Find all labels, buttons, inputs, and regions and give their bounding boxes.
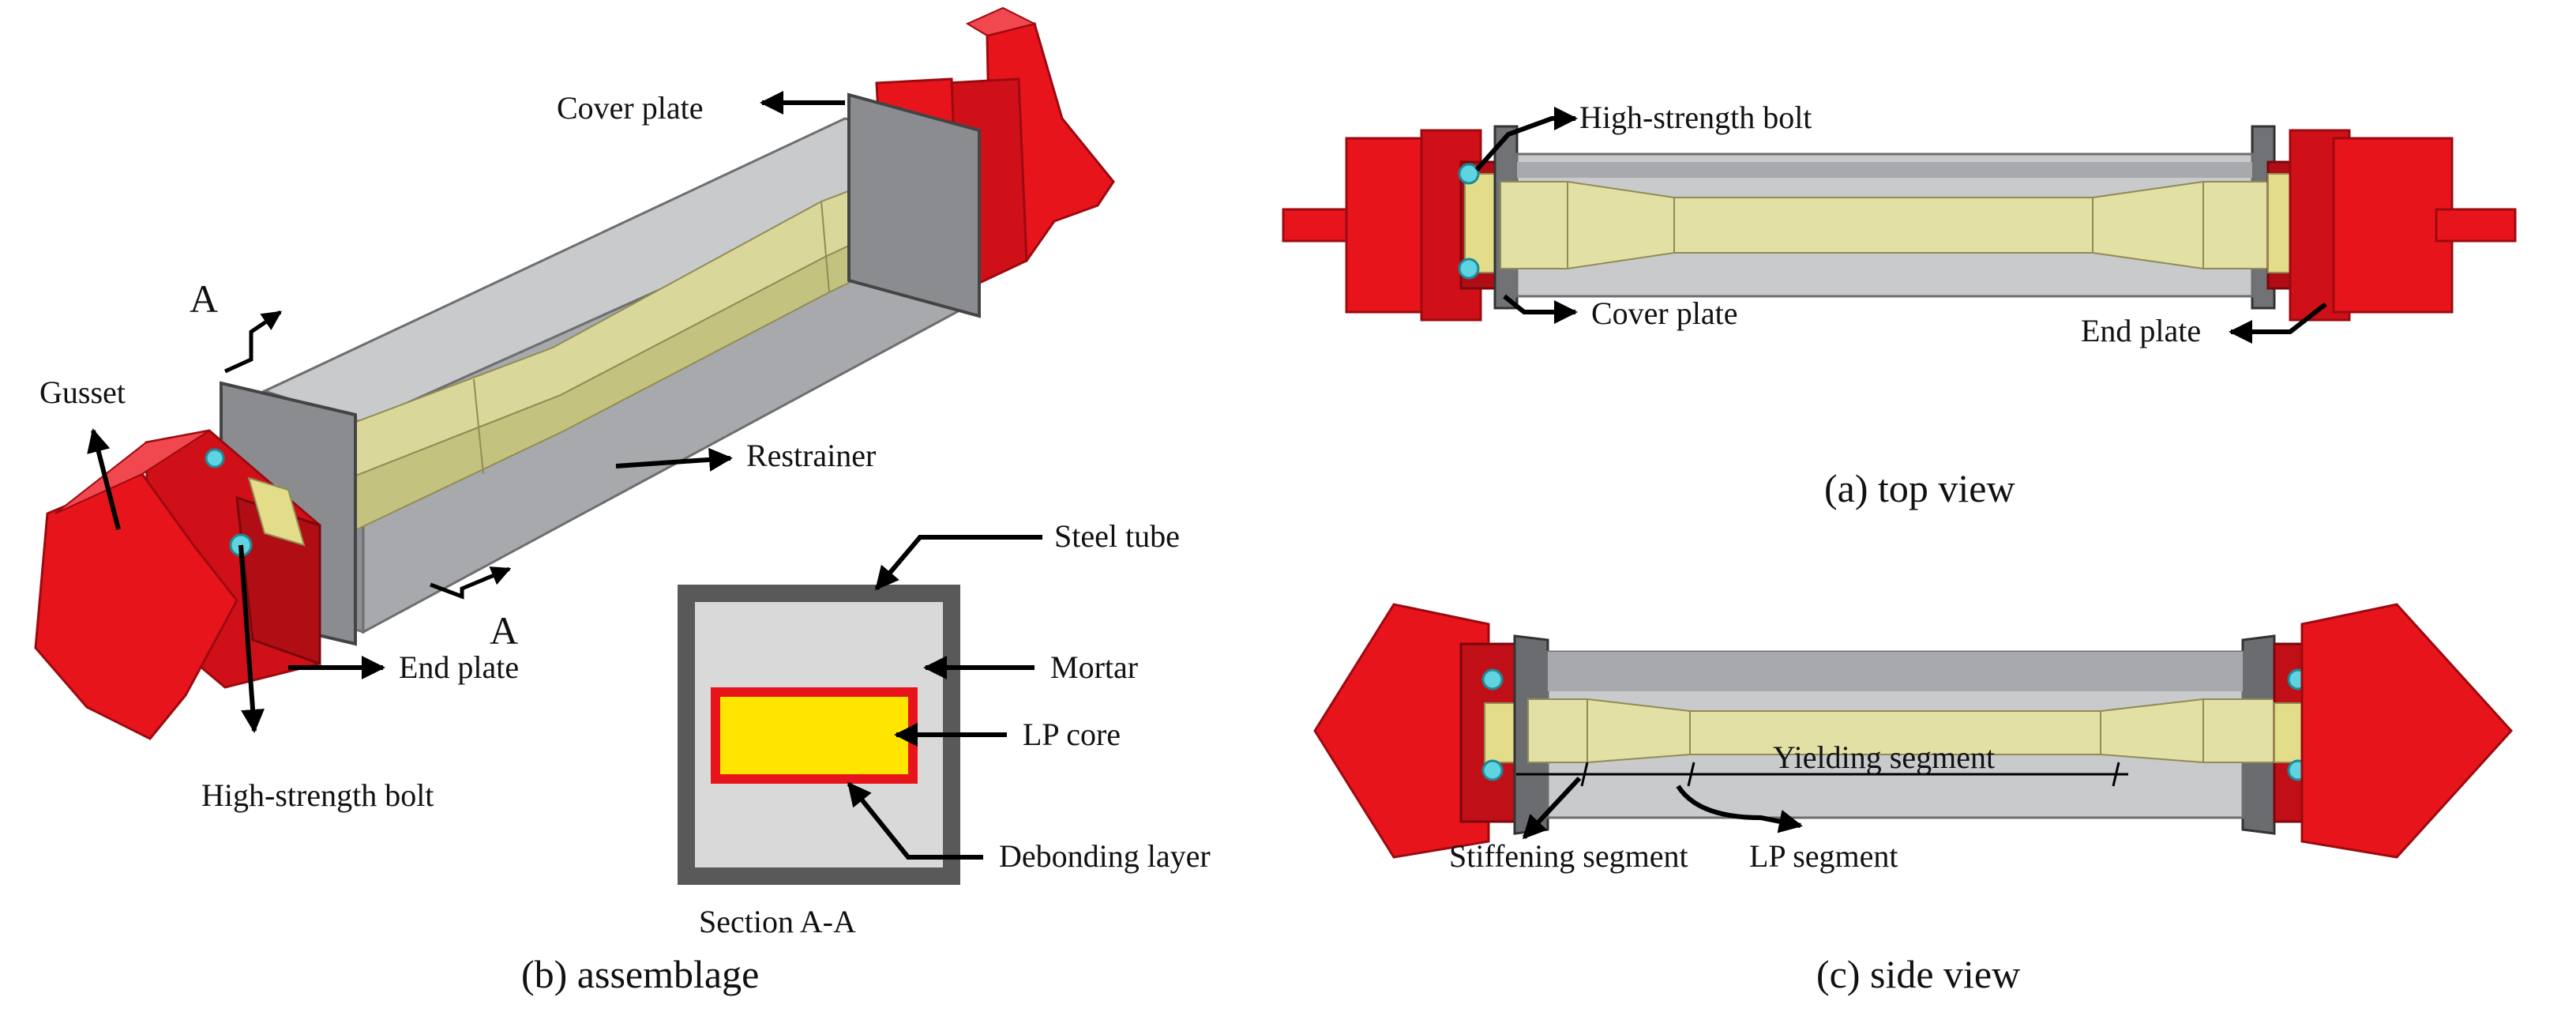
top-cover-plate-label: Cover plate: [1591, 295, 1738, 331]
lp-core-section: [720, 697, 908, 774]
restrainer-arrow: [615, 447, 733, 472]
bolt-icon: [205, 448, 225, 468]
debonding-layer-label: Debonding layer: [999, 838, 1211, 874]
lp-segment-label: LP segment: [1749, 838, 1898, 874]
top-end-plate-label: End plate: [2081, 313, 2201, 348]
panel-a-top-view: High-strength bolt Cover plate End plate…: [1282, 100, 2517, 510]
section-mark-bottom: A: [430, 566, 518, 653]
lp-segment-arrow: [1676, 785, 1803, 833]
steel-tube-label: Steel tube: [1054, 518, 1180, 554]
right-cover-plate: [847, 92, 981, 318]
bolt-icon: [1481, 759, 1504, 781]
top-bolt-arrow: [1474, 107, 1578, 171]
lp-core-label: LP core: [1023, 717, 1121, 752]
top-cover-plate-arrow: [1503, 294, 1578, 324]
bolt-icon: [1481, 668, 1504, 691]
bolt-icon: [1458, 163, 1480, 185]
gusset-arrow: [87, 428, 121, 530]
caption-b: (b) assemblage: [521, 952, 759, 996]
top-end-plate-arrow: [2229, 302, 2327, 344]
section-mark-top-label: A: [190, 277, 218, 321]
gusset-label: Gusset: [39, 374, 126, 410]
yielding-segment-label: Yielding segment: [1773, 739, 1995, 775]
mortar-label: Mortar: [1050, 649, 1138, 685]
end-plate-label: End plate: [399, 649, 519, 685]
panel-c-side-view: Yielding segment Stiffening segment LP s…: [1313, 603, 2514, 996]
stiffening-arrow: [1522, 776, 1582, 840]
cover-plate-label: Cover plate: [557, 90, 704, 126]
section-mark-bottom-label: A: [490, 608, 518, 653]
section-a-a: Steel tube Mortar LP core Debonding laye…: [678, 518, 1211, 939]
left-gusset: [34, 429, 321, 740]
caption-a: (a) top view: [1824, 466, 2015, 510]
panel-b-assemblage: A A Cover plate Gusset Restrainer End pl…: [34, 6, 1211, 996]
bolt-label: High-strength bolt: [201, 777, 434, 813]
restrainer-label: Restrainer: [746, 438, 876, 473]
top-bolt-label: High-strength bolt: [1579, 100, 1812, 135]
bolt-arrow: [238, 544, 265, 733]
section-title: Section A-A: [699, 904, 856, 939]
stiffening-segment-label: Stiffening segment: [1449, 838, 1688, 874]
bolt-icon: [1458, 258, 1480, 280]
caption-c: (c) side view: [1816, 952, 2020, 996]
section-mark-top: A: [190, 277, 283, 374]
